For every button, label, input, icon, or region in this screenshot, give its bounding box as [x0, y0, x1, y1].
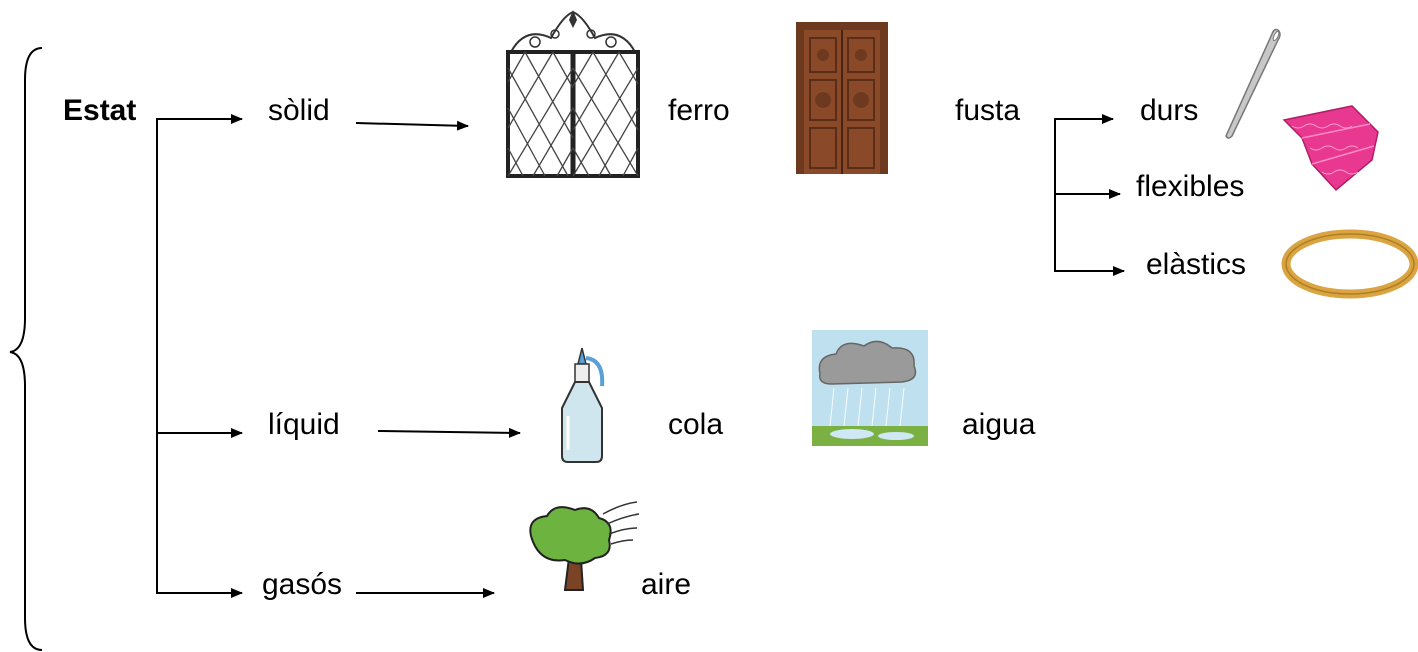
windy-tree-icon	[529, 501, 640, 591]
example-label-aigua: aigua	[962, 408, 1036, 441]
state-label-liquid: líquid	[268, 408, 340, 441]
iron-gate-icon	[506, 10, 640, 178]
example-label-aire: aire	[641, 568, 692, 601]
curly-brace	[9, 47, 43, 651]
rubber-band-icon	[1281, 229, 1418, 299]
example-label-cola: cola	[668, 408, 724, 441]
needle-icon	[1225, 28, 1281, 139]
property-label-durs: durs	[1140, 94, 1199, 127]
property-label-elastics: elàstics	[1146, 248, 1247, 281]
property-label-flexibles: flexibles	[1136, 170, 1245, 203]
rain-cloud-icon	[812, 330, 928, 446]
arrow-liquid-examples	[377, 427, 521, 438]
root-label: Estat	[63, 94, 137, 127]
example-label-ferro: ferro	[668, 94, 730, 127]
fabric-icon	[1282, 105, 1379, 192]
arrow-solid-examples	[355, 120, 469, 131]
example-label-fusta: fusta	[955, 94, 1021, 127]
state-label-solid: sòlid	[268, 94, 330, 127]
state-label-gas: gasós	[262, 568, 343, 601]
glue-bottle-icon	[561, 347, 605, 463]
wooden-door-icon	[796, 22, 888, 174]
